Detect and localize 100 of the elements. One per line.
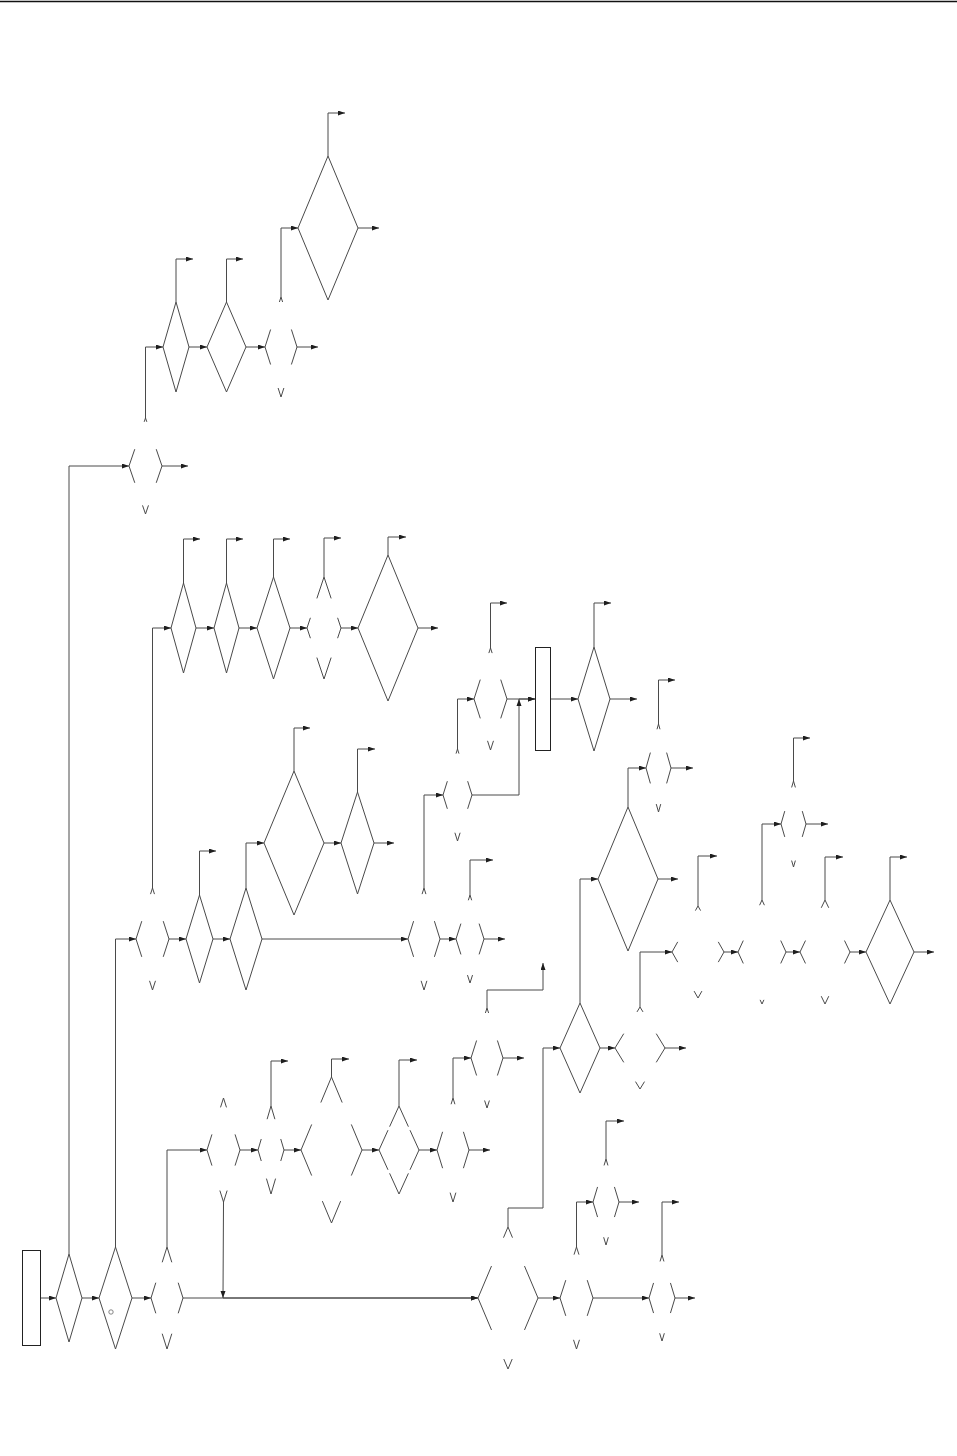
arrow [605, 1118, 625, 1160]
arrow [161, 463, 189, 469]
gapped-decision-diamond [672, 906, 724, 998]
arrow [81, 1295, 100, 1301]
decision-diamond [578, 647, 610, 751]
arrow [387, 534, 407, 556]
arrow [331, 1056, 350, 1078]
arrow [661, 1199, 680, 1256]
arrow [418, 1147, 438, 1153]
decision-diamond [230, 888, 262, 990]
gapped-decision-diamond [151, 1247, 183, 1349]
arrow [913, 949, 935, 955]
arrow [226, 256, 244, 303]
arrow [245, 840, 265, 889]
arrow [283, 1147, 302, 1153]
arrow [261, 936, 409, 942]
decision-diamond [866, 900, 914, 1004]
arrow [373, 840, 395, 846]
arrow [483, 936, 506, 942]
arrow [238, 625, 258, 631]
arrow [245, 344, 266, 350]
gapped-decision-diamond [265, 297, 297, 397]
arrow [168, 936, 187, 942]
arrow [592, 1295, 650, 1301]
decision-diamond [264, 771, 324, 915]
arrow [507, 1045, 561, 1228]
gapped-decision-diamond [478, 1227, 538, 1369]
process-box [22, 1250, 41, 1346]
arrow [423, 792, 444, 889]
arrow [486, 962, 546, 1009]
gapped-decision-diamond [258, 1106, 284, 1194]
gapped-decision-diamond [615, 1007, 665, 1089]
decision-diamond [358, 555, 418, 701]
decision-diamond [171, 583, 196, 673]
arrow [593, 600, 612, 648]
arrow [664, 1045, 687, 1051]
decision-diamond [99, 1247, 132, 1349]
arrow [537, 1295, 561, 1301]
gapped-decision-diamond [781, 781, 806, 867]
arrow [40, 1295, 57, 1301]
arrow [889, 854, 908, 901]
arrow [618, 1199, 640, 1205]
arrow [280, 225, 299, 298]
arrow [457, 696, 475, 750]
arrow [439, 936, 457, 942]
decision-diamond [341, 792, 374, 894]
arrow [805, 821, 829, 827]
arrow [68, 463, 130, 1255]
gapped-decision-diamond [456, 895, 484, 983]
arrow [468, 1147, 491, 1153]
arrow [761, 821, 782, 901]
arrow [657, 876, 679, 882]
decision-diamond [186, 895, 213, 983]
gapped-decision-diamond [301, 1077, 362, 1223]
decision-diamond [560, 1003, 600, 1093]
arrow [323, 535, 342, 578]
gapped-decision-diamond [129, 418, 162, 514]
arrow [357, 225, 380, 231]
arrow [670, 765, 694, 771]
arrow [579, 876, 599, 1004]
arrow [697, 853, 718, 907]
gapped-decision-diamond [738, 900, 786, 1004]
process-box [535, 647, 551, 751]
arrow [785, 949, 801, 955]
arrow [452, 1055, 472, 1099]
arrow [658, 677, 676, 725]
gapped-decision-diamond [471, 1008, 503, 1108]
gapped-decision-diamond [307, 577, 341, 679]
gapped-decision-diamond [800, 900, 850, 1004]
arrow [824, 854, 844, 901]
arrow [175, 256, 194, 303]
arrow [296, 344, 319, 350]
arrow [166, 1147, 208, 1248]
arrow [357, 746, 376, 793]
arrow [289, 625, 308, 631]
arrow [417, 625, 439, 631]
gapped-decision-diamond [408, 888, 440, 990]
decision-diamond [257, 577, 290, 679]
arrow [199, 848, 217, 896]
arrow [506, 696, 536, 702]
arrow [361, 1147, 380, 1153]
decision-diamond [298, 156, 358, 300]
decision-diamond [56, 1254, 82, 1342]
arrow [195, 625, 215, 631]
arrow [599, 1045, 616, 1051]
arrow [576, 1199, 594, 1248]
arrow [674, 1295, 696, 1301]
arrow [293, 725, 311, 772]
arrow [183, 536, 201, 584]
gapped-decision-diamond [379, 1106, 419, 1194]
arrow [639, 949, 673, 1008]
arrow [115, 936, 137, 1248]
gapped-decision-diamond [593, 1159, 619, 1245]
arrow [723, 949, 739, 955]
decision-diamond [163, 302, 189, 392]
arrow [239, 1147, 259, 1153]
gapped-decision-diamond [646, 724, 671, 812]
arrow [627, 765, 647, 808]
arrow [502, 1055, 525, 1061]
arrow [490, 600, 508, 649]
